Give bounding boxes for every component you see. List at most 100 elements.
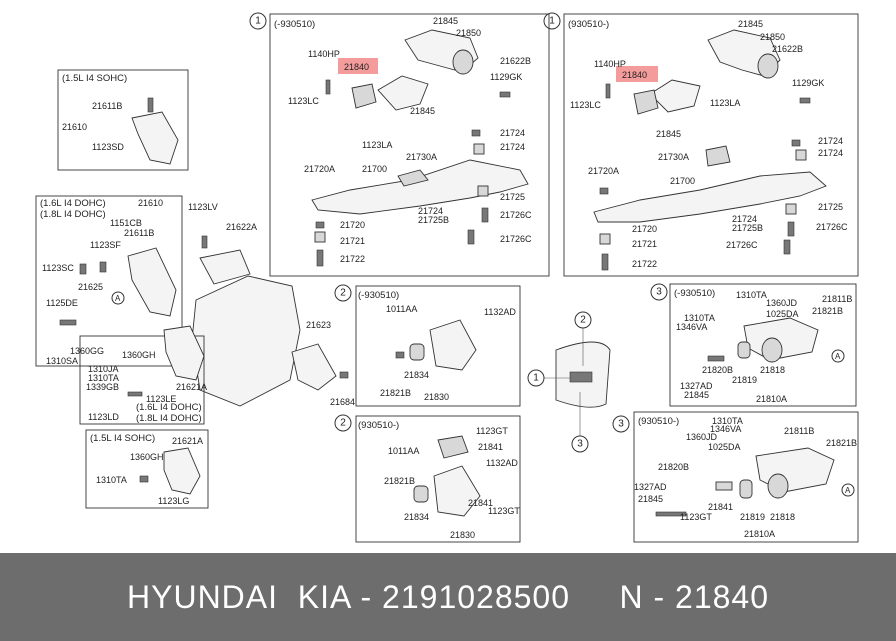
label-21622b-late: 21622B xyxy=(772,44,803,54)
label-21610-dohc: 21610 xyxy=(138,198,163,208)
panel-sohc-bottom-frame xyxy=(85,429,209,509)
label-1123lc-late: 1123LC xyxy=(570,100,601,110)
label-1123gt-a: 1123GT xyxy=(476,426,508,436)
stopper-21819-late xyxy=(739,479,753,499)
panel-2-early: 2 (-930510) 1011AA 1132AD 21821B 21834 2… xyxy=(334,284,521,407)
label-21721-late: 21721 xyxy=(632,239,657,249)
plate-21841-late xyxy=(715,481,733,491)
insulator-21818-late xyxy=(767,473,789,499)
label-1327ad-3a: 1327AD xyxy=(680,381,713,391)
label-21730a-late: 21730A xyxy=(658,152,689,162)
label-21722-late: 21722 xyxy=(632,259,657,269)
bolt-1140hp-late xyxy=(605,83,611,99)
label-21818-3b: 21818 xyxy=(770,512,795,522)
label-21821b-3b: 21821B xyxy=(826,438,857,448)
panel-sohc: (1.5L I4 SOHC) 21611B 21610 1123SD xyxy=(57,69,189,171)
label-1310sa: 1310SA xyxy=(46,356,78,366)
parts-diagram: 1 (-930510) 21845 21850 1140HP 21622 xyxy=(35,12,859,543)
label-21724-late-b: 21724 xyxy=(818,148,843,158)
bracket-21621a-dohc xyxy=(163,325,205,381)
panel-3-early: 3 (-930510) A 1310TA 1360JD 21811B 1346V… xyxy=(650,283,857,407)
label-1140hp-late: 1140HP xyxy=(594,59,626,69)
panel-2-late-callout xyxy=(334,414,352,432)
label-1339gb: 1339GB xyxy=(86,382,119,392)
bushings-left-late xyxy=(599,187,611,271)
nut-1123sf xyxy=(99,261,107,273)
label-21810a-3a: 21810A xyxy=(756,394,787,404)
label-21845-3b: 21845 xyxy=(638,494,663,504)
label-21830: 21830 xyxy=(424,392,449,402)
panel-3-late-number: 3 xyxy=(618,419,624,430)
label-21821b-late: 21821B xyxy=(384,476,415,486)
key-callout-1 xyxy=(527,369,545,387)
callout-a-letter-3-late: A xyxy=(845,486,851,495)
stopper-21834-late xyxy=(413,485,429,503)
panel-1-late: 1 (930510-) 21845 21850 21622B 1140HP 21… xyxy=(543,12,859,277)
nut-1123sc xyxy=(79,263,87,275)
label-1360gg: 1360GG xyxy=(70,346,104,356)
label-21725b-late: 21725B xyxy=(732,223,763,233)
callout-a-dohc xyxy=(111,291,125,305)
bracket-21730a xyxy=(397,169,429,187)
bushings-left xyxy=(314,221,326,267)
bracket-mid-late xyxy=(649,79,701,113)
bracket-mid xyxy=(377,75,429,111)
label-21725: 21725 xyxy=(500,192,525,202)
bolt-21820b xyxy=(707,355,725,362)
panel-mid-header-1: (1.6L I4 DOHC) xyxy=(136,402,202,413)
panel-3-late-frame xyxy=(633,411,859,543)
key-number-1: 1 xyxy=(533,373,539,384)
label-1310ta: 1310TA xyxy=(88,373,119,383)
callout-a-letter: A xyxy=(115,294,121,303)
panel-dohc: (1.6L I4 DOHC) (1.8L I4 DOHC) A 21610 11… xyxy=(35,195,183,367)
panel-dohc-header-2: (1.8L I4 DOHC) xyxy=(40,209,106,220)
label-21818-3a: 21818 xyxy=(760,365,785,375)
panel-sohc-bottom-header: (1.5L I4 SOHC) xyxy=(90,433,155,444)
label-21845-late: 21845 xyxy=(738,19,763,29)
label-21726c-a: 21726C xyxy=(500,210,532,220)
mount-21830-late xyxy=(433,465,481,517)
label-1123sc: 1123SC xyxy=(42,263,74,273)
panel-2-early-header: (-930510) xyxy=(358,290,399,301)
bushings-right xyxy=(467,129,489,245)
part-number-banner: HYUNDAI KIA - 2191028500 N - 21840 xyxy=(0,553,896,641)
label-21724-b: 21724 xyxy=(500,142,525,152)
nut-21821b xyxy=(395,351,405,359)
panel-1-late-header: (930510-) xyxy=(568,19,609,30)
label-21820b-3a: 21820B xyxy=(702,365,733,375)
label-21810a-3b: 21810A xyxy=(744,529,775,539)
bracket-21730a-late xyxy=(705,145,731,167)
label-1360jd-3b: 1360JD xyxy=(686,432,718,442)
crossmember-21700 xyxy=(311,159,529,215)
panel-1-early: 1 (-930510) 21845 21850 1140HP 21622 xyxy=(249,12,550,277)
panel-2-late-frame xyxy=(355,415,521,543)
stopper-21834 xyxy=(409,343,425,361)
label-1123lg: 1123LG xyxy=(158,496,189,506)
callout-a-letter-3: A xyxy=(835,352,841,361)
label-21821b-3a: 21821B xyxy=(812,306,843,316)
label-21721: 21721 xyxy=(340,236,365,246)
bolt-21611b-sohc xyxy=(147,97,154,113)
label-1310ta-3a: 1310TA xyxy=(736,290,767,300)
nut-1310ta-sohc xyxy=(139,475,149,483)
label-21625: 21625 xyxy=(78,282,103,292)
label-1346va-3a: 1346VA xyxy=(676,322,707,332)
label-1123sf: 1123SF xyxy=(90,240,121,250)
label-21724-c: 21724 xyxy=(418,206,443,216)
bracket-21610-dohc xyxy=(127,247,177,317)
bracket-21621a-sohc xyxy=(163,447,201,495)
label-21820b-3b: 21820B xyxy=(658,462,689,472)
label-21845-lower-late: 21845 xyxy=(656,129,681,139)
panel-2-late-header: (930510-) xyxy=(358,420,399,431)
panel-sohc-bottom: (1.5L I4 SOHC) 21621A 1360GH 1310TA 1123… xyxy=(85,429,209,509)
label-21811b-3a: 21811B xyxy=(822,294,852,304)
label-21845-lower: 21845 xyxy=(410,106,435,116)
label-1011aa-late: 1011AA xyxy=(388,446,419,456)
panel-mid-dohc-frame xyxy=(79,335,205,425)
label-21684: 21684 xyxy=(330,397,355,407)
panel-2-late-number: 2 xyxy=(340,418,346,429)
label-1310ta-sohc: 1310TA xyxy=(96,475,127,485)
stopper-21819 xyxy=(737,341,751,359)
label-21700-late: 21700 xyxy=(670,176,695,186)
panel-3-early-frame xyxy=(669,283,857,407)
